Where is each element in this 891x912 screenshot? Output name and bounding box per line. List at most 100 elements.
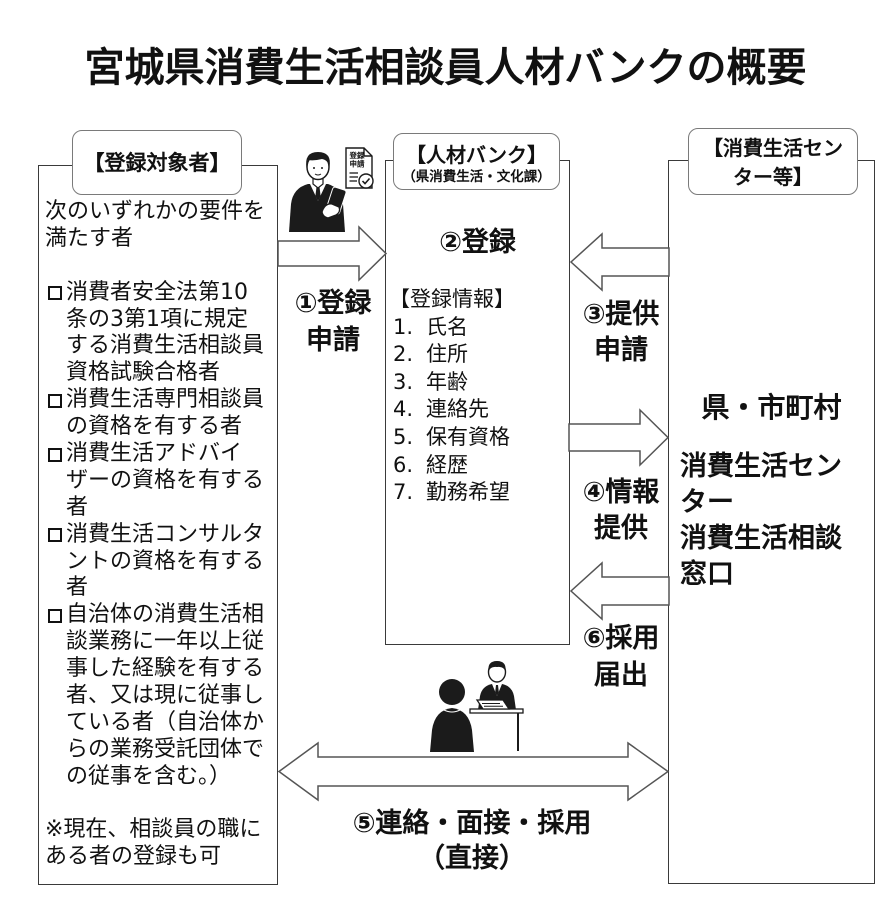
flow-label-line: 申請 [306, 324, 360, 356]
organization-title: 県・市町村 [701, 391, 842, 424]
flow-label-line: ③提供 [582, 299, 660, 330]
item-number: 3. [393, 369, 414, 394]
spacer [45, 253, 277, 280]
note-line: ある者の登録も可 [45, 844, 222, 870]
bank-header-title: 【人材バンク】 [406, 143, 547, 167]
item-label: 経歴 [426, 452, 468, 477]
requirement-line: 事した経験を有する [66, 656, 265, 682]
requirement-line: 資格試験合格者 [66, 360, 221, 386]
list-item: 3. 年齢 [389, 369, 567, 397]
flow-label-line: 届出 [594, 659, 648, 691]
requirement-item: 消費生活専門相談員 の資格を有する者 [45, 387, 277, 441]
requirement-line: 者、又は現に従事し [66, 683, 265, 709]
requirement-line: 談業務に一年以上従 [66, 629, 265, 655]
item-number: 1. [393, 314, 414, 339]
requirement-line: する消費生活相談員 [66, 333, 265, 359]
item-label: 住所 [426, 342, 468, 367]
requirement-item: 自治体の消費生活相 談業務に一年以上従 事した経験を有する 者、又は現に従事し … [45, 602, 277, 790]
flow-label-line: ⑥採用 [582, 622, 660, 654]
interview-icon [430, 661, 524, 752]
checkbox-icon [48, 528, 62, 543]
provision-request-arrow [569, 232, 670, 292]
item-label: 連絡先 [426, 397, 489, 422]
organization-line: 消費生活セン [680, 451, 842, 482]
list-item: 5. 保有資格 [389, 424, 567, 452]
requirement-line: ている者（自治体か [66, 709, 265, 735]
flow-label-line: ④情報 [582, 477, 660, 508]
hiring-report-label: ⑥採用 届出 [571, 620, 671, 694]
list-item: 6. 経歴 [389, 452, 567, 480]
applicants-header-text: 【登録対象者】 [83, 150, 231, 175]
flow-label-line: （直接） [418, 842, 526, 874]
checkbox-icon [48, 608, 62, 623]
flow-label-line: 申請 [594, 335, 648, 366]
list-item: 1. 氏名 [389, 314, 567, 342]
requirement-line: らの業務受託団体で [66, 736, 265, 762]
requirement-line: の資格を有する者 [66, 414, 243, 440]
item-number: 6. [393, 452, 414, 477]
organization-types: 消費生活セン ター 消費生活相談 窓口 [680, 449, 842, 593]
item-label: 勤務希望 [426, 480, 510, 505]
checkbox-icon [48, 447, 62, 462]
application-document-icon: 登録 申請 [345, 147, 374, 189]
requirement-line: 者 [66, 494, 89, 520]
bank-header-department: （県消費生活・文化課） [402, 169, 551, 185]
requirement-line: 者 [66, 575, 89, 601]
intro-line: 次のいずれかの要件を [45, 199, 266, 224]
checkbox-icon [48, 393, 62, 408]
checkbox-icon [48, 286, 62, 301]
flow-label-line: 提供 [594, 513, 648, 544]
organization-line: 消費生活相談 [680, 523, 842, 554]
requirement-line: の従事を含む。） [66, 763, 232, 789]
item-number: 2. [393, 342, 414, 367]
applicants-panel [38, 165, 278, 885]
checkmark-icon [358, 173, 374, 189]
document-label-line: 登録 [349, 150, 365, 160]
requirement-line: 消費生活専門相談員 [66, 387, 265, 413]
list-item: 4. 連絡先 [389, 396, 567, 424]
item-label: 年齢 [426, 369, 468, 394]
requirement-line: 自治体の消費生活相 [66, 602, 265, 628]
contact-interview-hiring-label: ⑤連絡・面接・採用 （直接） [322, 806, 622, 876]
hiring-report-arrow [569, 561, 670, 621]
document-label-line: 申請 [350, 159, 365, 169]
item-number: 7. [393, 480, 414, 505]
requirement-line: 消費者安全法第10 [66, 279, 248, 305]
information-provision-label: ④情報 提供 [571, 475, 671, 547]
contact-interview-hiring-arrow [277, 741, 670, 802]
centers-header: 【消費生活セン ター等】 [688, 128, 858, 195]
applicant-illustration: 登録 申請 [289, 147, 374, 232]
desk-icon [469, 699, 524, 751]
requirement-line: 条の3第1項に規定 [66, 306, 248, 332]
requirement-line: ザーの資格を有する [66, 467, 265, 493]
information-provision-arrow [568, 408, 670, 467]
flow-label-line: ①登録 [294, 287, 372, 319]
item-number: 5. [393, 424, 414, 449]
organization-line: 窓口 [680, 559, 734, 590]
item-number: 4. [393, 397, 414, 422]
requirement-item: 消費者安全法第10 条の3第1項に規定 する消費生活相談員 資格試験合格者 [45, 280, 277, 388]
intro-line: 満たす者 [45, 225, 134, 251]
item-label: 氏名 [426, 314, 468, 339]
requirement-item: 消費生活アドバイ ザーの資格を有する 者 [45, 441, 277, 522]
requirement-line: 消費生活アドバイ [66, 441, 243, 467]
talent-bank-panel [385, 160, 570, 645]
list-item: 2. 住所 [389, 341, 567, 369]
flow-label-line: ⑤連絡・面接・採用 [352, 807, 592, 839]
registration-info-title: 【登録情報】 [389, 287, 515, 311]
spacer [45, 791, 277, 818]
requirement-line: 消費生活コンサルタ [66, 521, 265, 547]
requirement-line: ントの資格を有する [66, 548, 265, 574]
item-label: 保有資格 [426, 424, 510, 449]
registration-step-label: ②登録 [439, 227, 516, 258]
registration-application-label: ①登録 申請 [283, 285, 383, 359]
note-line: ※現在、相談員の職に [45, 817, 262, 843]
applicant-requirements: 次のいずれかの要件を 満たす者 消費者安全法第10 条の3第1項に規定 する消費… [45, 199, 277, 871]
interviewee-figure [430, 679, 474, 752]
requirement-item: 消費生活コンサルタ ントの資格を有する 者 [45, 522, 277, 603]
person-with-smartphone-icon [289, 152, 347, 232]
centers-header-line: 【消費生活セン [703, 136, 843, 160]
consumer-centers-panel [668, 160, 875, 884]
page-title: 宮城県消費生活相談員人材バンクの概要 [84, 45, 807, 91]
